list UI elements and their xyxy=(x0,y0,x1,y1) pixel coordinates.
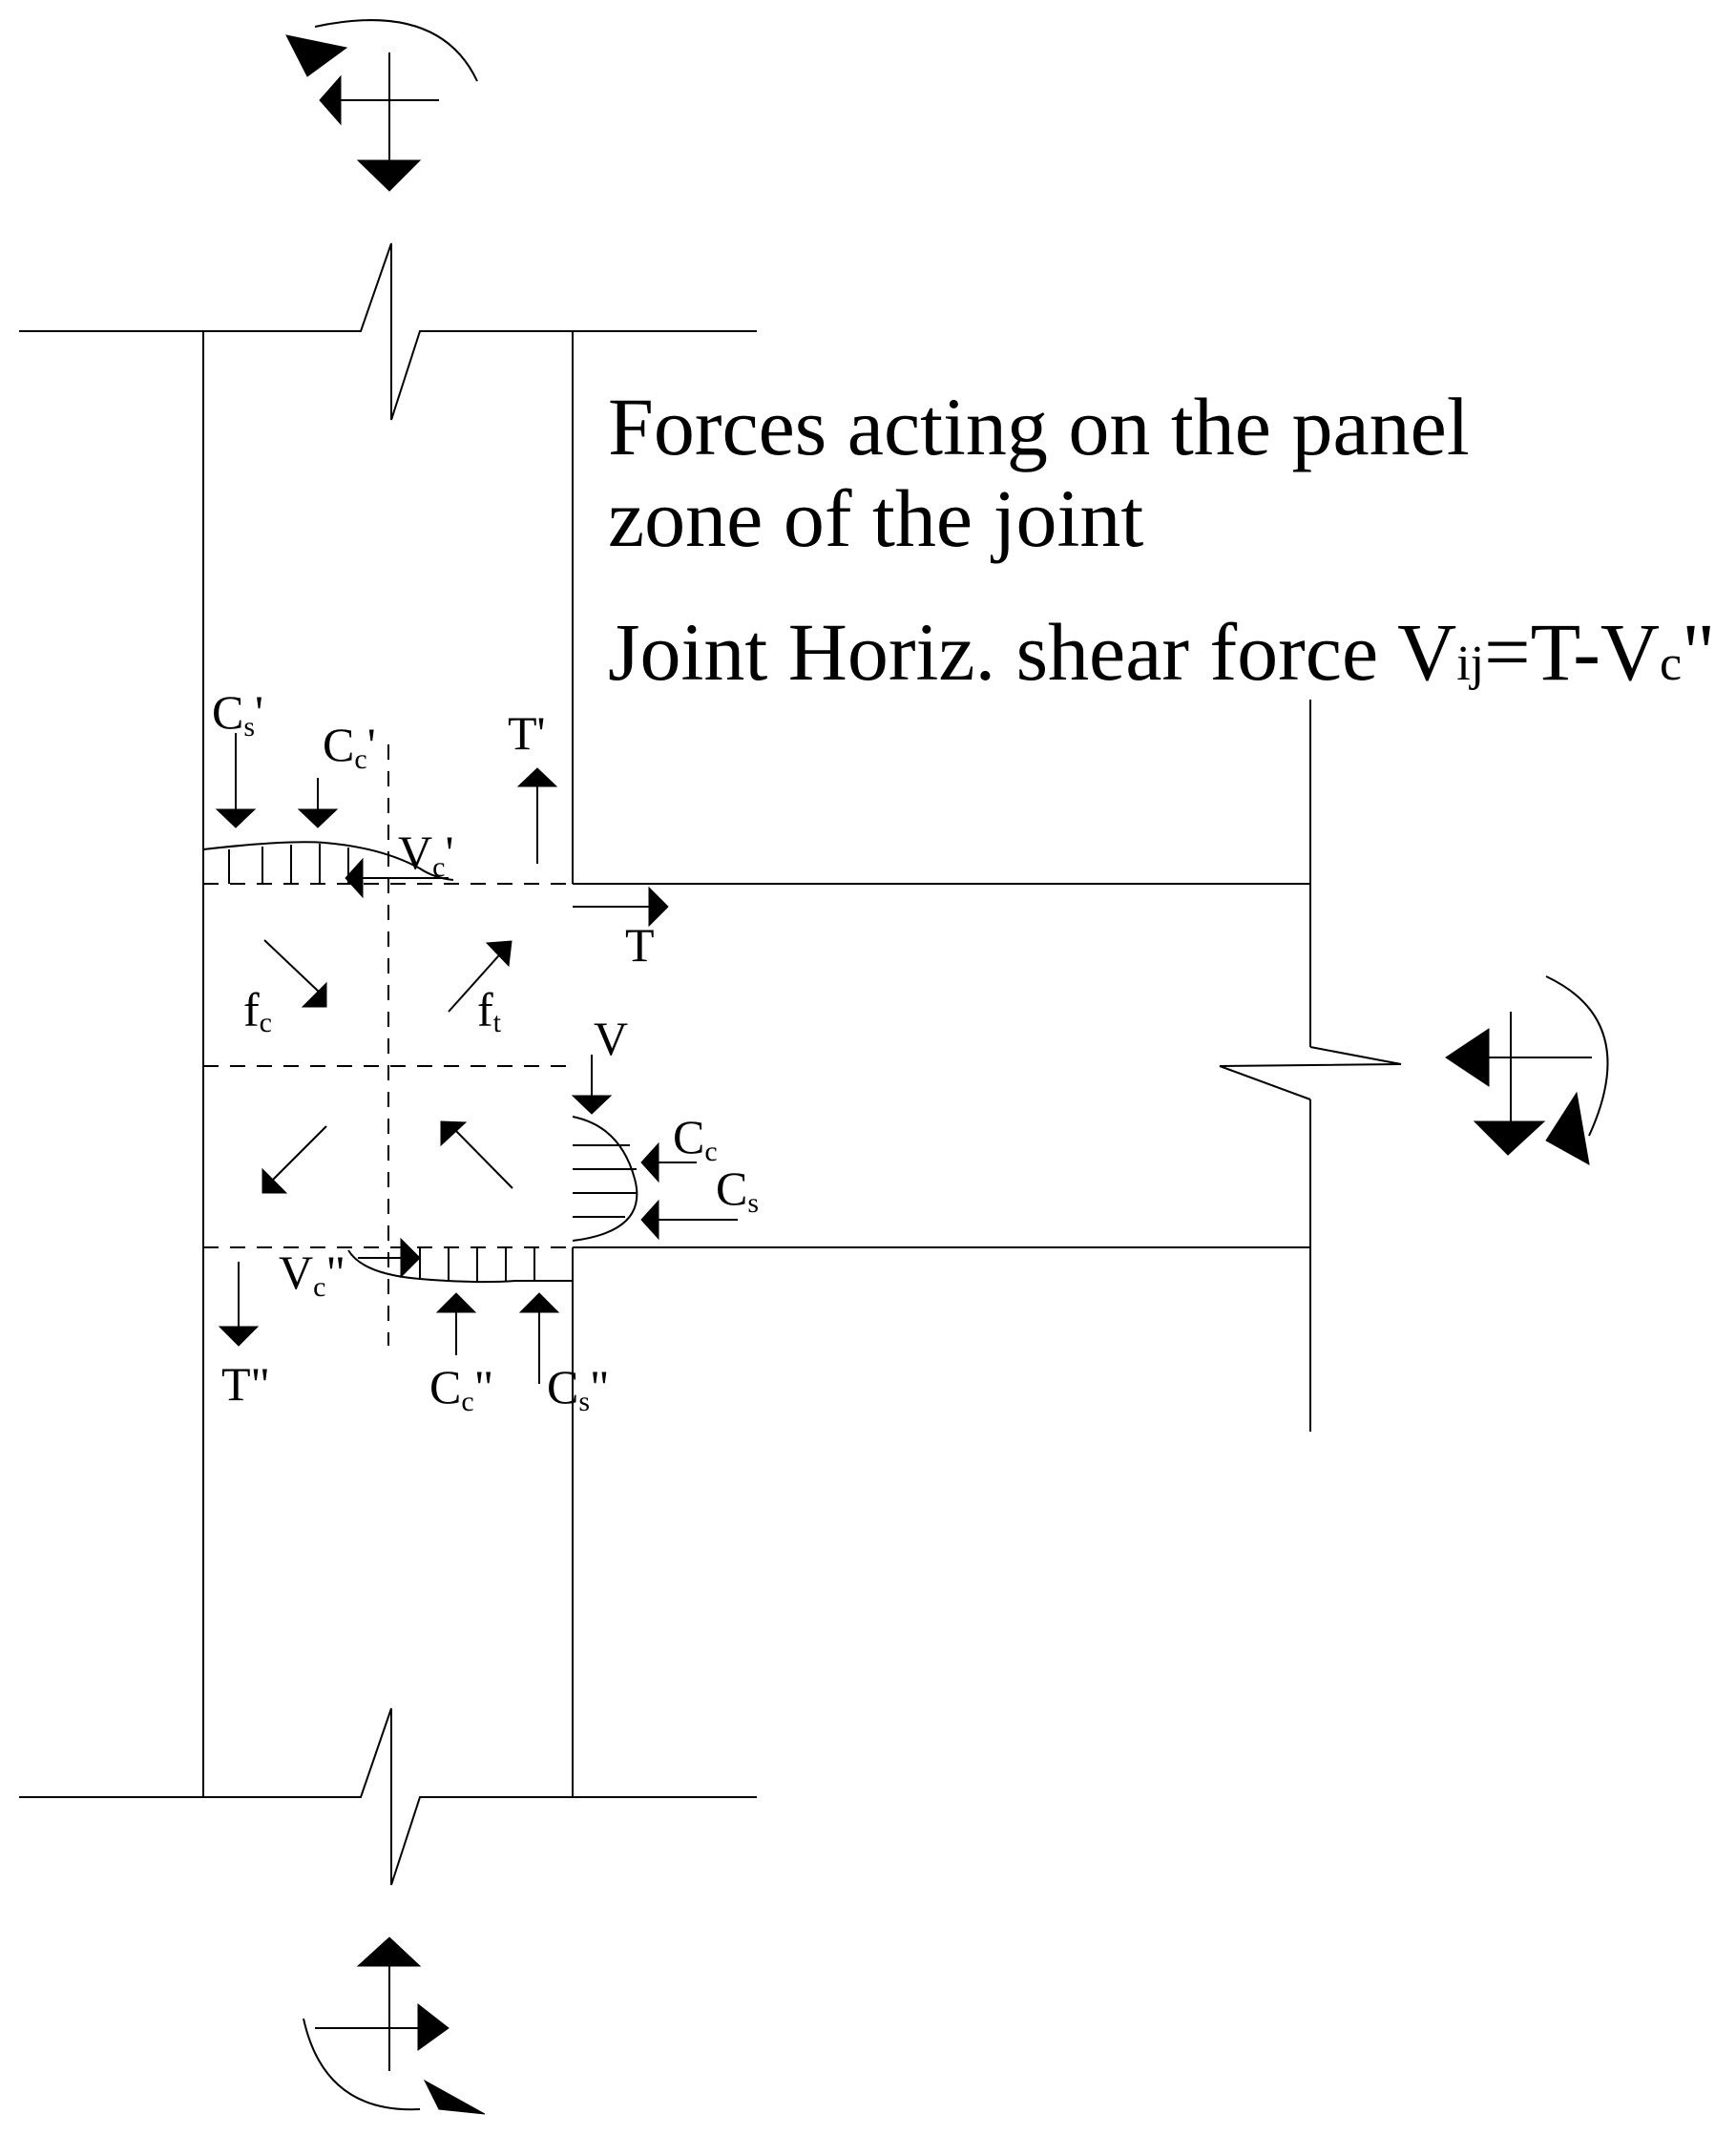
cc-right-arrow xyxy=(640,1141,697,1183)
label-cc-top: Cc' xyxy=(323,718,376,775)
right-stress-block xyxy=(572,1116,638,1242)
label-vc-bottom: Vc" xyxy=(279,1245,345,1303)
label-cc-bottom: Cc" xyxy=(429,1360,493,1417)
label-t-right: T xyxy=(625,918,655,972)
shear-force-formula: Joint Horiz. shear force Vij=T-Vc" xyxy=(608,606,1715,698)
label-v: V xyxy=(594,1012,628,1065)
t-dprime-arrow xyxy=(218,1262,260,1347)
t-right-arrow xyxy=(573,886,669,928)
label-cs-bottom: Cs" xyxy=(547,1360,609,1417)
top-load-symbol xyxy=(285,19,478,192)
cc-bottom-arrow xyxy=(435,1292,477,1355)
cs-bottom-arrow xyxy=(518,1292,560,1384)
cc-top-arrow xyxy=(297,778,339,828)
right-load-symbol xyxy=(1445,975,1609,1165)
lower-left-diagonal-arrow xyxy=(261,1125,327,1194)
label-cs-top: Cs' xyxy=(212,685,263,743)
label-ft: ft xyxy=(477,983,502,1038)
label-vc-top: Vc' xyxy=(398,826,453,883)
title-line-2: zone of the joint xyxy=(608,472,1143,564)
bottom-load-symbol xyxy=(303,1936,486,2115)
top-break-line xyxy=(19,242,757,421)
fc-arrow xyxy=(263,939,327,1008)
column-outline xyxy=(202,331,574,1797)
cs-top-arrow xyxy=(215,733,257,828)
beam-outline xyxy=(573,700,1311,1432)
label-t-dprime: T" xyxy=(221,1357,270,1411)
vc-bottom-arrow xyxy=(358,1237,421,1279)
panel-zone-dashes xyxy=(203,744,573,1346)
title-line-1: Forces acting on the panel xyxy=(608,381,1470,472)
lower-right-diagonal-arrow xyxy=(440,1120,513,1189)
cs-right-arrow xyxy=(640,1199,738,1241)
top-stress-block xyxy=(202,841,454,884)
label-cc-right: Cc xyxy=(673,1110,718,1167)
v-arrow xyxy=(571,1055,613,1115)
label-fc: fc xyxy=(243,983,272,1038)
label-t-prime: T' xyxy=(508,706,546,760)
bottom-break-line xyxy=(19,1707,757,1886)
label-cs-right: Cs xyxy=(716,1162,759,1219)
ft-arrow xyxy=(448,940,512,1013)
beam-break-line xyxy=(1219,1046,1402,1100)
t-prime-arrow xyxy=(516,767,558,864)
vc-top-arrow xyxy=(345,857,449,899)
bottom-stress-block xyxy=(347,1247,574,1284)
